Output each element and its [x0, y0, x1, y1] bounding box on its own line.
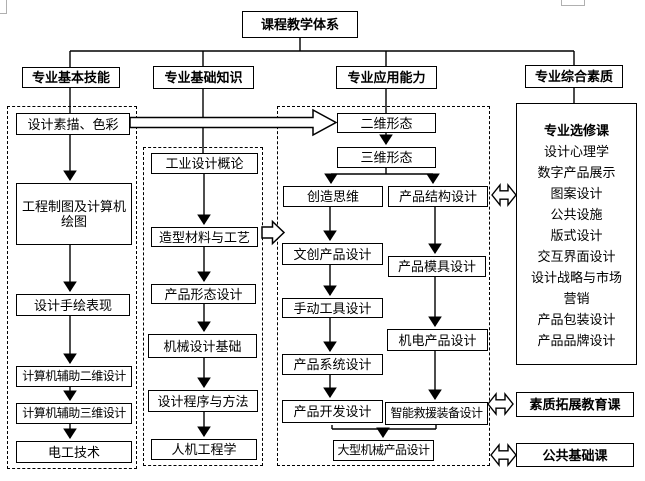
double-arrow-electives [491, 183, 517, 207]
node-electrician-technology: 电工技术 [16, 441, 132, 463]
node-hand-tool-design: 手动工具设计 [282, 298, 383, 318]
branch-basic-knowledge: 专业基础知识 [153, 66, 254, 89]
double-arrow-public-basic [490, 443, 517, 467]
group-application-ability [277, 106, 490, 466]
branch-application-ability: 专业应用能力 [336, 66, 437, 89]
branch-comprehensive-quality: 专业综合素质 [525, 65, 623, 88]
node-public-basic-course: 公共基础课 [516, 443, 634, 467]
node-3d-form: 三维形态 [337, 147, 436, 168]
elective-product-brand-design: 产品品牌设计 [537, 333, 616, 348]
elective-interactive-interface-design: 交互界面设计 [537, 249, 616, 264]
elective-pattern-design: 图案设计 [550, 186, 603, 201]
node-product-form-design: 产品形态设计 [151, 284, 256, 304]
node-industrial-design-introduction: 工业设计概论 [151, 153, 258, 174]
elective-public-facilities: 公共设施 [550, 207, 603, 222]
diagram-title: 课程教学体系 [242, 11, 358, 38]
node-computer-aided-2d-design: 计算机辅助二维设计 [16, 366, 132, 387]
node-quality-development-course: 素质拓展教育课 [516, 392, 634, 417]
double-arrow-quality-development [487, 392, 514, 416]
node-product-development-design: 产品开发设计 [282, 400, 383, 423]
node-mechanical-design-basics: 机械设计基础 [148, 334, 257, 358]
corner-artifact-left [0, 0, 7, 14]
node-cultural-creative-product-design: 文创产品设计 [282, 243, 383, 265]
double-arrows [487, 183, 517, 467]
node-design-sketch-color: 设计素描、色彩 [16, 113, 130, 135]
node-product-mold-design: 产品模具设计 [388, 256, 486, 277]
node-ergonomics: 人机工程学 [151, 439, 257, 460]
node-modeling-materials-craft: 造型材料与工艺 [151, 227, 258, 247]
node-engineering-drawing-computer-graphics: 工程制图及计算机绘图 [16, 183, 132, 245]
node-large-machinery-product-design: 大型机械产品设计 [333, 440, 434, 461]
group-basic-skills [7, 106, 137, 469]
hollow-arrow-knowledge-to-application [261, 219, 286, 246]
elective-layout-design: 版式设计 [550, 228, 603, 243]
hollow-arrows [129, 108, 338, 246]
node-hand-drawn-design: 设计手绘表现 [16, 294, 130, 316]
node-product-system-design: 产品系统设计 [282, 354, 383, 375]
elective-design-strategy-marketing: 设计战略与市场营销 [530, 270, 622, 306]
node-creative-thinking: 创造思维 [283, 186, 383, 207]
electives-panel: 专业选修课 设计心理学 数字产品展示 图案设计 公共设施 版式设计 交互界面设计… [516, 103, 637, 365]
hollow-arrow-sketch-to-2d-form [129, 108, 338, 137]
corner-artifact-right [561, 0, 585, 6]
node-product-structure-design: 产品结构设计 [388, 186, 488, 207]
elective-digital-product-display: 数字产品展示 [537, 165, 616, 180]
branch-basic-skills: 专业基本技能 [22, 67, 120, 88]
elective-product-packaging-design: 产品包装设计 [537, 312, 616, 327]
flow-arrows [63, 133, 442, 440]
elective-design-psychology: 设计心理学 [543, 144, 609, 159]
node-mechatronic-product-design: 机电产品设计 [387, 329, 488, 351]
node-computer-aided-3d-design: 计算机辅助三维设计 [16, 403, 132, 424]
node-2d-form: 二维形态 [337, 113, 436, 133]
node-intelligent-rescue-equipment-design: 智能救援装备设计 [385, 402, 488, 425]
electives-panel-title: 专业选修课 [543, 123, 609, 138]
node-design-procedure-method: 设计程序与方法 [148, 390, 258, 412]
